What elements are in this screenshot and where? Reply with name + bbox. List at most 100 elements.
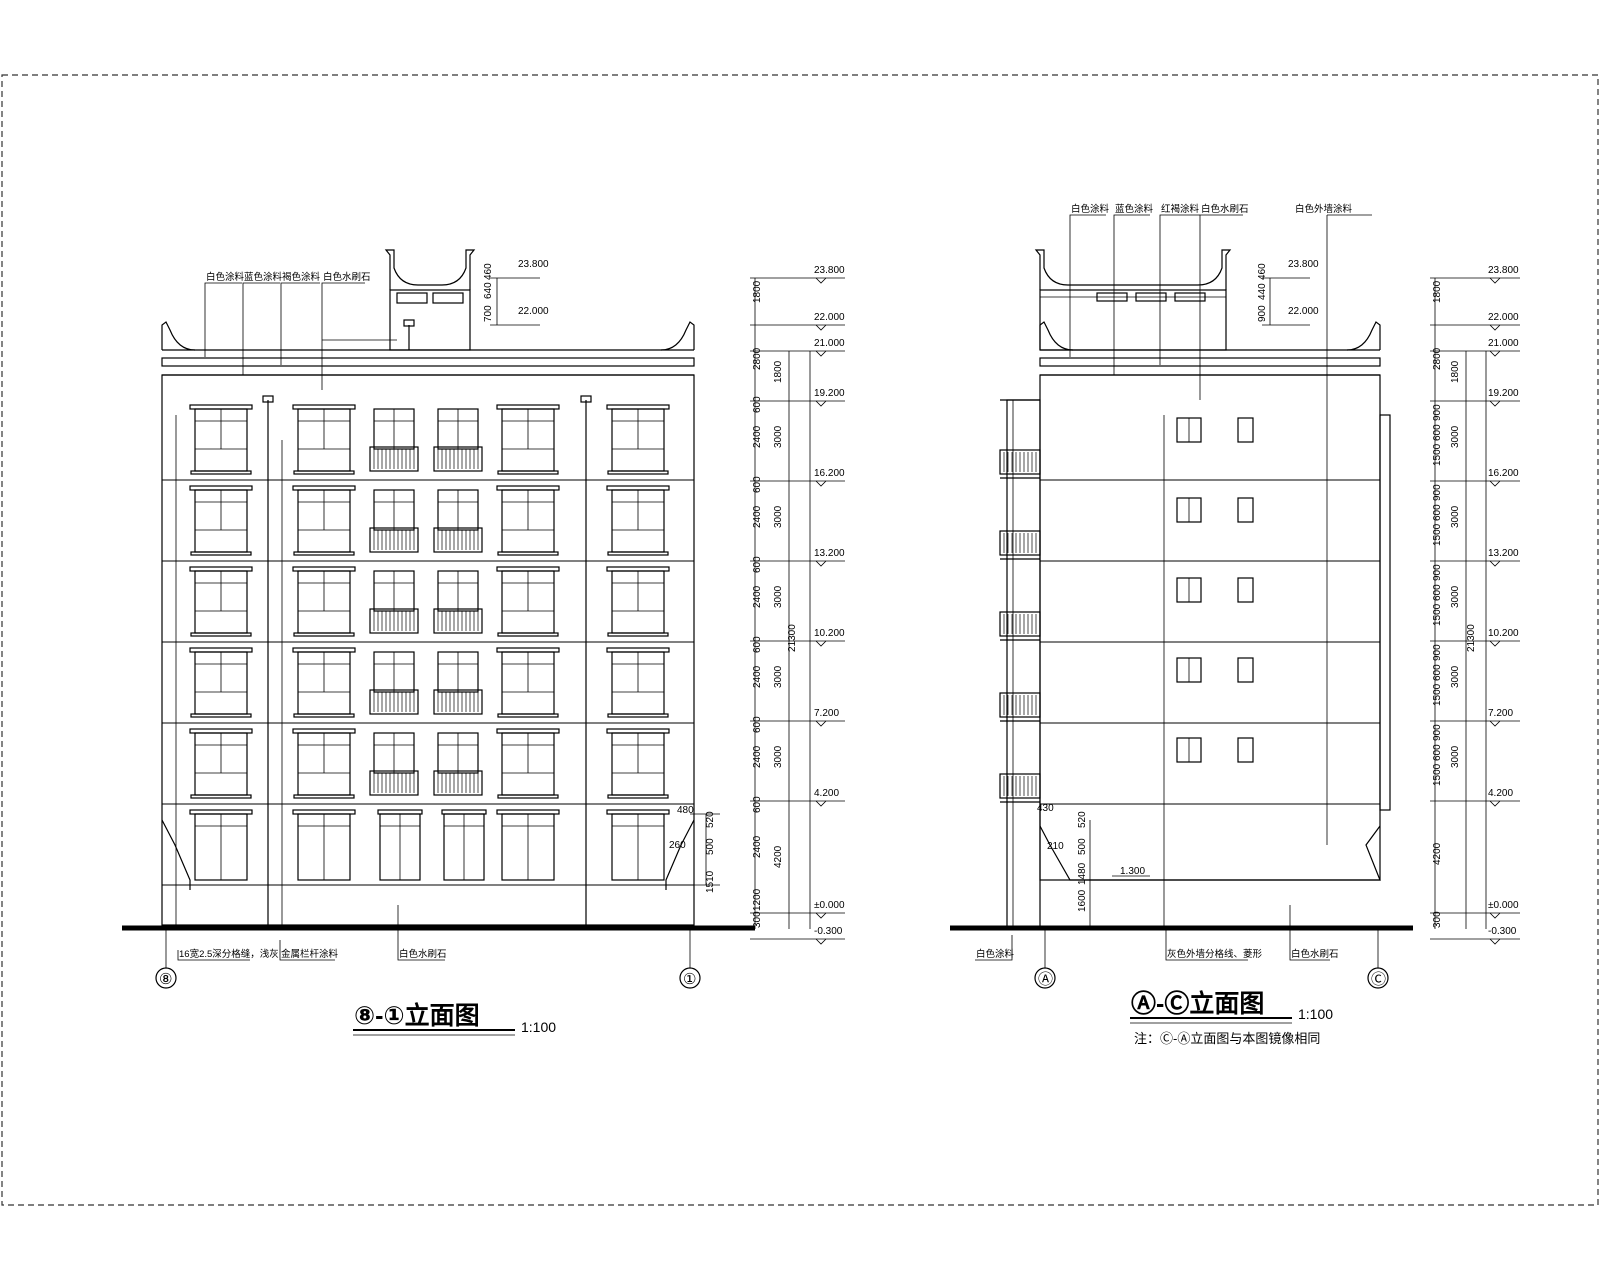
dimension-text: 600 bbox=[752, 716, 763, 733]
level-mark: 19.200 bbox=[1488, 388, 1519, 399]
dimension-text: 1800 bbox=[1432, 280, 1443, 303]
front-scale: 1:100 bbox=[521, 1019, 556, 1035]
dimension-text: 4200 bbox=[1432, 842, 1443, 865]
dimension-text: 2800 bbox=[752, 347, 763, 370]
dimension-text: 1800 bbox=[773, 360, 784, 383]
roof-level: 23.800 bbox=[1288, 259, 1319, 270]
dimension-text: 600 bbox=[1432, 744, 1443, 761]
axis-bubble-right: ① bbox=[683, 971, 696, 988]
side-title: Ⓐ-Ⓒ立面图 bbox=[1131, 989, 1264, 1018]
dimension-text: 3000 bbox=[1450, 425, 1461, 448]
roof-dim: 460 bbox=[483, 263, 494, 280]
top-note: 蓝色涂料 bbox=[244, 271, 283, 283]
entrance-level: 1.300 bbox=[1120, 866, 1145, 877]
axis-bubble-left: Ⓐ bbox=[1038, 971, 1053, 988]
dimension-text: 900 bbox=[1432, 644, 1443, 661]
dimension-text: 1200 bbox=[752, 888, 763, 911]
plinth-dim: 1480 bbox=[1077, 862, 1088, 885]
total-dim: 21300 bbox=[787, 624, 798, 652]
balcony-railing bbox=[369, 446, 419, 472]
top-note: 白色水刷石 bbox=[323, 271, 371, 283]
axis-bubble-left: ⑧ bbox=[159, 971, 172, 988]
window-head bbox=[292, 485, 356, 491]
dimension-text: 2400 bbox=[752, 835, 763, 858]
building-body bbox=[161, 374, 695, 926]
balcony-railing bbox=[433, 608, 483, 634]
level-mark: 7.200 bbox=[814, 708, 839, 719]
roof-stair-tower bbox=[389, 289, 471, 351]
top-note: 蓝色涂料 bbox=[1115, 203, 1154, 215]
top-note: 白色水刷石 bbox=[1201, 203, 1249, 215]
total-dim: 21300 bbox=[1466, 624, 1477, 652]
window-head bbox=[189, 485, 253, 491]
dimension-text: 2400 bbox=[752, 665, 763, 688]
floor-lines bbox=[162, 479, 694, 886]
dimension-text: 1500 bbox=[1432, 763, 1443, 786]
dimension-text: 1500 bbox=[1432, 603, 1443, 626]
balcony-railing bbox=[433, 689, 483, 715]
front-texts: ⑧ ① ⑧-①立面图 1:100 白色涂料 蓝色涂料 褐色涂料 白色水刷石 16… bbox=[159, 259, 845, 1035]
bottom-note: 灰色外墙分格线、菱形 bbox=[1167, 948, 1263, 960]
top-note: 白色涂料 bbox=[206, 271, 245, 283]
dimension-text: 3000 bbox=[773, 745, 784, 768]
level-mark: 10.200 bbox=[1488, 628, 1519, 639]
window-head bbox=[189, 404, 253, 410]
dimension-lines bbox=[490, 277, 845, 945]
level-mark: 21.000 bbox=[1488, 338, 1519, 349]
level-mark: 22.000 bbox=[1488, 312, 1519, 323]
bottom-note: 白色水刷石 bbox=[1291, 948, 1339, 960]
level-mark: 16.200 bbox=[1488, 468, 1519, 479]
bottom-note: 白色水刷石 bbox=[399, 948, 447, 960]
dimension-text: 1800 bbox=[1450, 360, 1461, 383]
balcony-railing bbox=[999, 530, 1041, 556]
roof-dim: 640 bbox=[483, 282, 494, 299]
bottom-note: 白色涂料 bbox=[976, 948, 1015, 960]
window bbox=[1237, 417, 1254, 443]
roof-dim: 900 bbox=[1257, 305, 1268, 322]
level-mark: 10.200 bbox=[814, 628, 845, 639]
balcony-stack bbox=[1006, 399, 1041, 929]
dimension-text: 2400 bbox=[752, 425, 763, 448]
dimension-text: 3000 bbox=[773, 505, 784, 528]
dimension-text: 3000 bbox=[773, 665, 784, 688]
dimension-text: 3000 bbox=[1450, 585, 1461, 608]
level-mark: 13.200 bbox=[1488, 548, 1519, 559]
roof-dim: 460 bbox=[1257, 263, 1268, 280]
dimension-text: 2400 bbox=[752, 745, 763, 768]
level-mark: 23.800 bbox=[814, 265, 845, 276]
level-mark: -0.300 bbox=[1488, 926, 1517, 937]
dimension-text: 900 bbox=[1432, 724, 1443, 741]
plinth-dim: 500 bbox=[1077, 838, 1088, 855]
bottom-note: 金属栏杆涂料 bbox=[281, 948, 339, 960]
plinth-dim: 520 bbox=[1077, 811, 1088, 828]
sheet-border bbox=[1, 74, 1599, 1206]
dimension-text: 600 bbox=[1432, 664, 1443, 681]
window bbox=[1237, 657, 1254, 683]
window-head bbox=[496, 485, 560, 491]
roof-level: 22.000 bbox=[1288, 306, 1319, 317]
dimension-text: 1800 bbox=[752, 280, 763, 303]
side-elevation bbox=[950, 214, 1520, 1024]
level-mark: 22.000 bbox=[814, 312, 845, 323]
plinth-dim: 500 bbox=[705, 838, 716, 855]
plinth-dim: 1510 bbox=[705, 870, 716, 893]
dimension-text: 600 bbox=[752, 796, 763, 813]
front-title: ⑧-①立面图 bbox=[354, 1001, 480, 1030]
plinth-dim: 1600 bbox=[1077, 889, 1088, 912]
dimension-text: 3000 bbox=[1450, 505, 1461, 528]
dimension-text: 3000 bbox=[1450, 665, 1461, 688]
window-head bbox=[292, 404, 356, 410]
top-note: 红褐涂料 bbox=[1161, 203, 1200, 215]
level-mark: 19.200 bbox=[814, 388, 845, 399]
window-head bbox=[496, 404, 560, 410]
roof-level: 22.000 bbox=[518, 306, 549, 317]
window bbox=[1237, 577, 1254, 603]
floor-lines bbox=[1040, 479, 1380, 805]
balcony-railing bbox=[999, 692, 1041, 718]
dimension-text: 600 bbox=[1432, 424, 1443, 441]
side-scale: 1:100 bbox=[1298, 1006, 1333, 1022]
dimension-lines bbox=[1112, 277, 1520, 945]
dimension-text: 600 bbox=[1432, 584, 1443, 601]
balcony-railing bbox=[999, 449, 1041, 475]
